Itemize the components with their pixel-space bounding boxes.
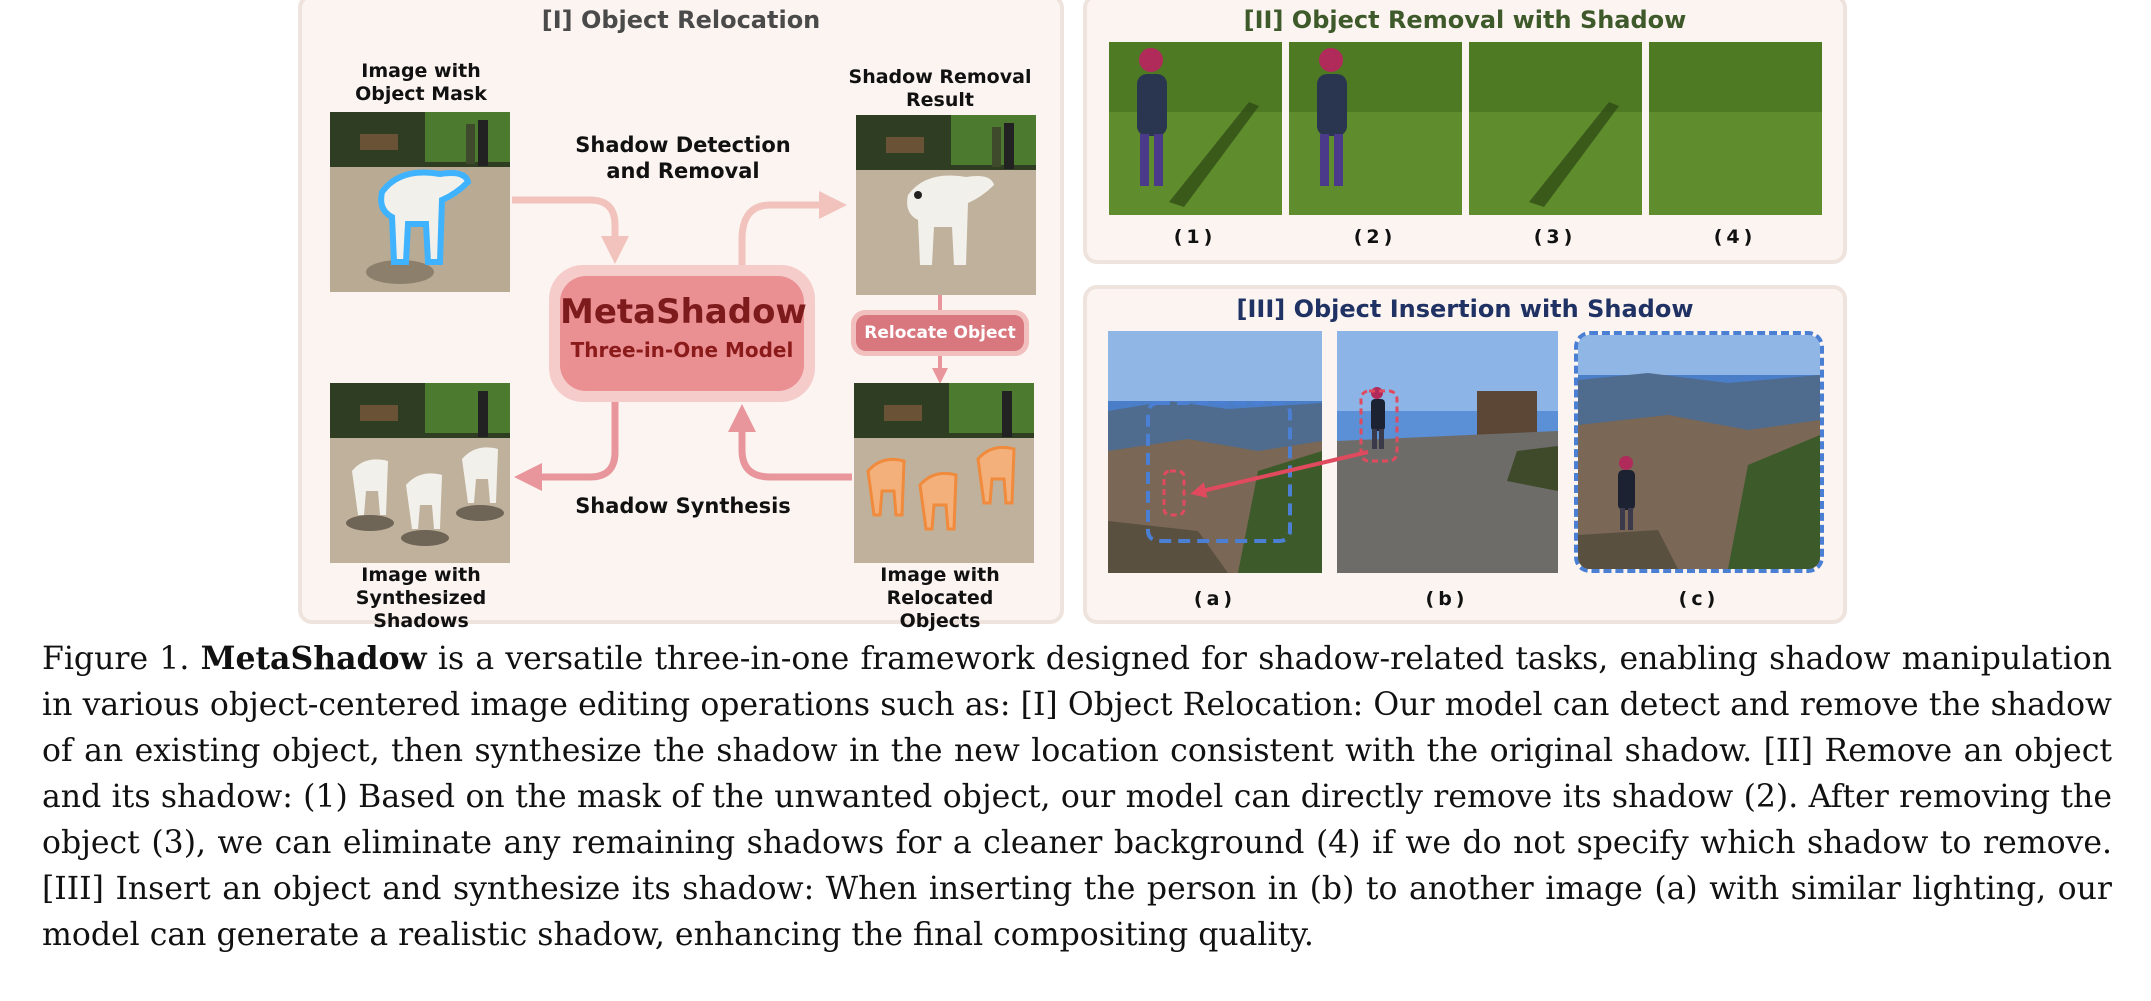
label-shadow-synthesis: Shadow Synthesis xyxy=(575,494,791,518)
step-label-c: (c) xyxy=(1678,588,1720,610)
step-label-1: (1) xyxy=(1173,226,1217,248)
photo-removal-step-3 xyxy=(1469,42,1642,215)
caption-text: is a versatile three-in-one framework de… xyxy=(42,641,2113,953)
model-subtitle: Three-in-One Model xyxy=(570,338,794,362)
caption-bold-name: MetaShadow xyxy=(200,640,427,677)
label-synthesized-shadows: Image with Synthesized Shadows xyxy=(355,564,487,633)
label-relocated-objects: Image with Relocated Objects xyxy=(880,564,1000,633)
photo-removal-step-4 xyxy=(1649,42,1822,215)
photo-shadow-removal-result xyxy=(856,115,1036,295)
panel-title: [I] Object Relocation xyxy=(541,6,821,34)
photo-relocated-objects xyxy=(854,383,1034,563)
label-shadow-detection: Shadow Detection and Removal xyxy=(575,133,791,183)
photo-insertion-a xyxy=(1108,331,1322,573)
step-label-3: (3) xyxy=(1533,226,1577,248)
photo-object-mask xyxy=(330,112,510,292)
panel-title: [III] Object Insertion with Shadow xyxy=(1236,295,1694,323)
step-label-2: (2) xyxy=(1353,226,1397,248)
photo-removal-step-2 xyxy=(1289,42,1462,215)
label-image-with-object-mask: Image with Object Mask xyxy=(355,60,487,106)
photo-insertion-b xyxy=(1337,331,1558,573)
relocate-object-label: Relocate Object xyxy=(856,315,1024,351)
panel-title: [II] Object Removal with Shadow xyxy=(1243,6,1687,34)
photo-synthesized-shadows xyxy=(330,383,510,563)
step-label-a: (a) xyxy=(1193,588,1237,610)
caption-prefix: Figure 1. xyxy=(42,641,190,677)
photo-insertion-c xyxy=(1574,331,1824,573)
relocate-object-button[interactable]: Relocate Object xyxy=(851,310,1029,356)
model-name: MetaShadow xyxy=(560,292,807,332)
label-shadow-removal-result: Shadow Removal Result xyxy=(848,66,1032,112)
figure-caption: Figure 1. MetaShadow is a versatile thre… xyxy=(42,636,2112,958)
step-label-b: (b) xyxy=(1425,588,1469,610)
step-label-4: (4) xyxy=(1713,226,1757,248)
photo-removal-step-1 xyxy=(1109,42,1282,215)
metashadow-model-block: MetaShadow Three-in-One Model xyxy=(549,265,815,402)
